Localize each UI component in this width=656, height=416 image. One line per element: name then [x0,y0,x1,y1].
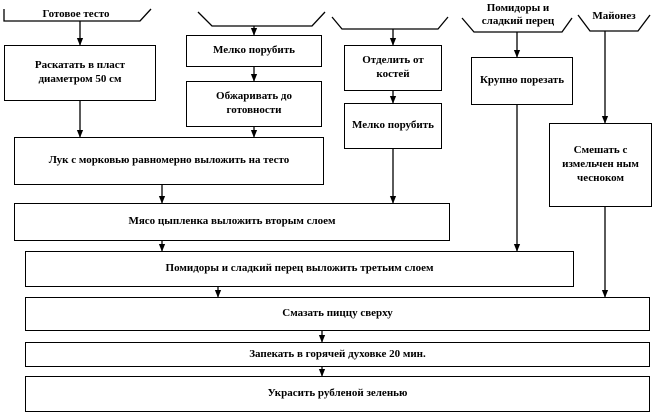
step-fry: Обжаривать до готовности [186,81,322,127]
step-roll-out: Раскатать в пласт диаметром 50 см [4,45,156,101]
step-debone: Отделить от костей [344,45,442,91]
step-chop-fine-2: Мелко порубить [344,103,442,149]
header-dough: Готовое тесто [42,8,110,20]
step-bake: Запекать в горячей духовке 20 мин. [25,342,650,367]
step-cut-coarse: Крупно порезать [471,57,573,105]
step-onion-layer: Лук с морковью равномерно выложить на те… [14,137,324,185]
header-mayo: Майонез [592,10,636,22]
mayo-header-line [577,14,651,32]
onion-header-line [331,16,449,30]
tomato-header-line [461,17,573,33]
step-garnish: Украсить рубленой зеленью [25,376,650,412]
dough-header-line [3,8,152,22]
step-chop-fine: Мелко порубить [186,35,322,67]
step-mix-garlic: Смешать с измельчен ным чесноком [549,123,652,207]
chicken-header-line [197,11,326,27]
step-tomato-layer: Помидоры и сладкий перец выложить третьи… [25,251,574,287]
step-grease: Смазать пиццу сверху [25,297,650,331]
header-tomato: Помидоры и сладкий перец [481,2,555,27]
step-chicken-layer: Мясо цыпленка выложить вторым слоем [14,203,450,241]
